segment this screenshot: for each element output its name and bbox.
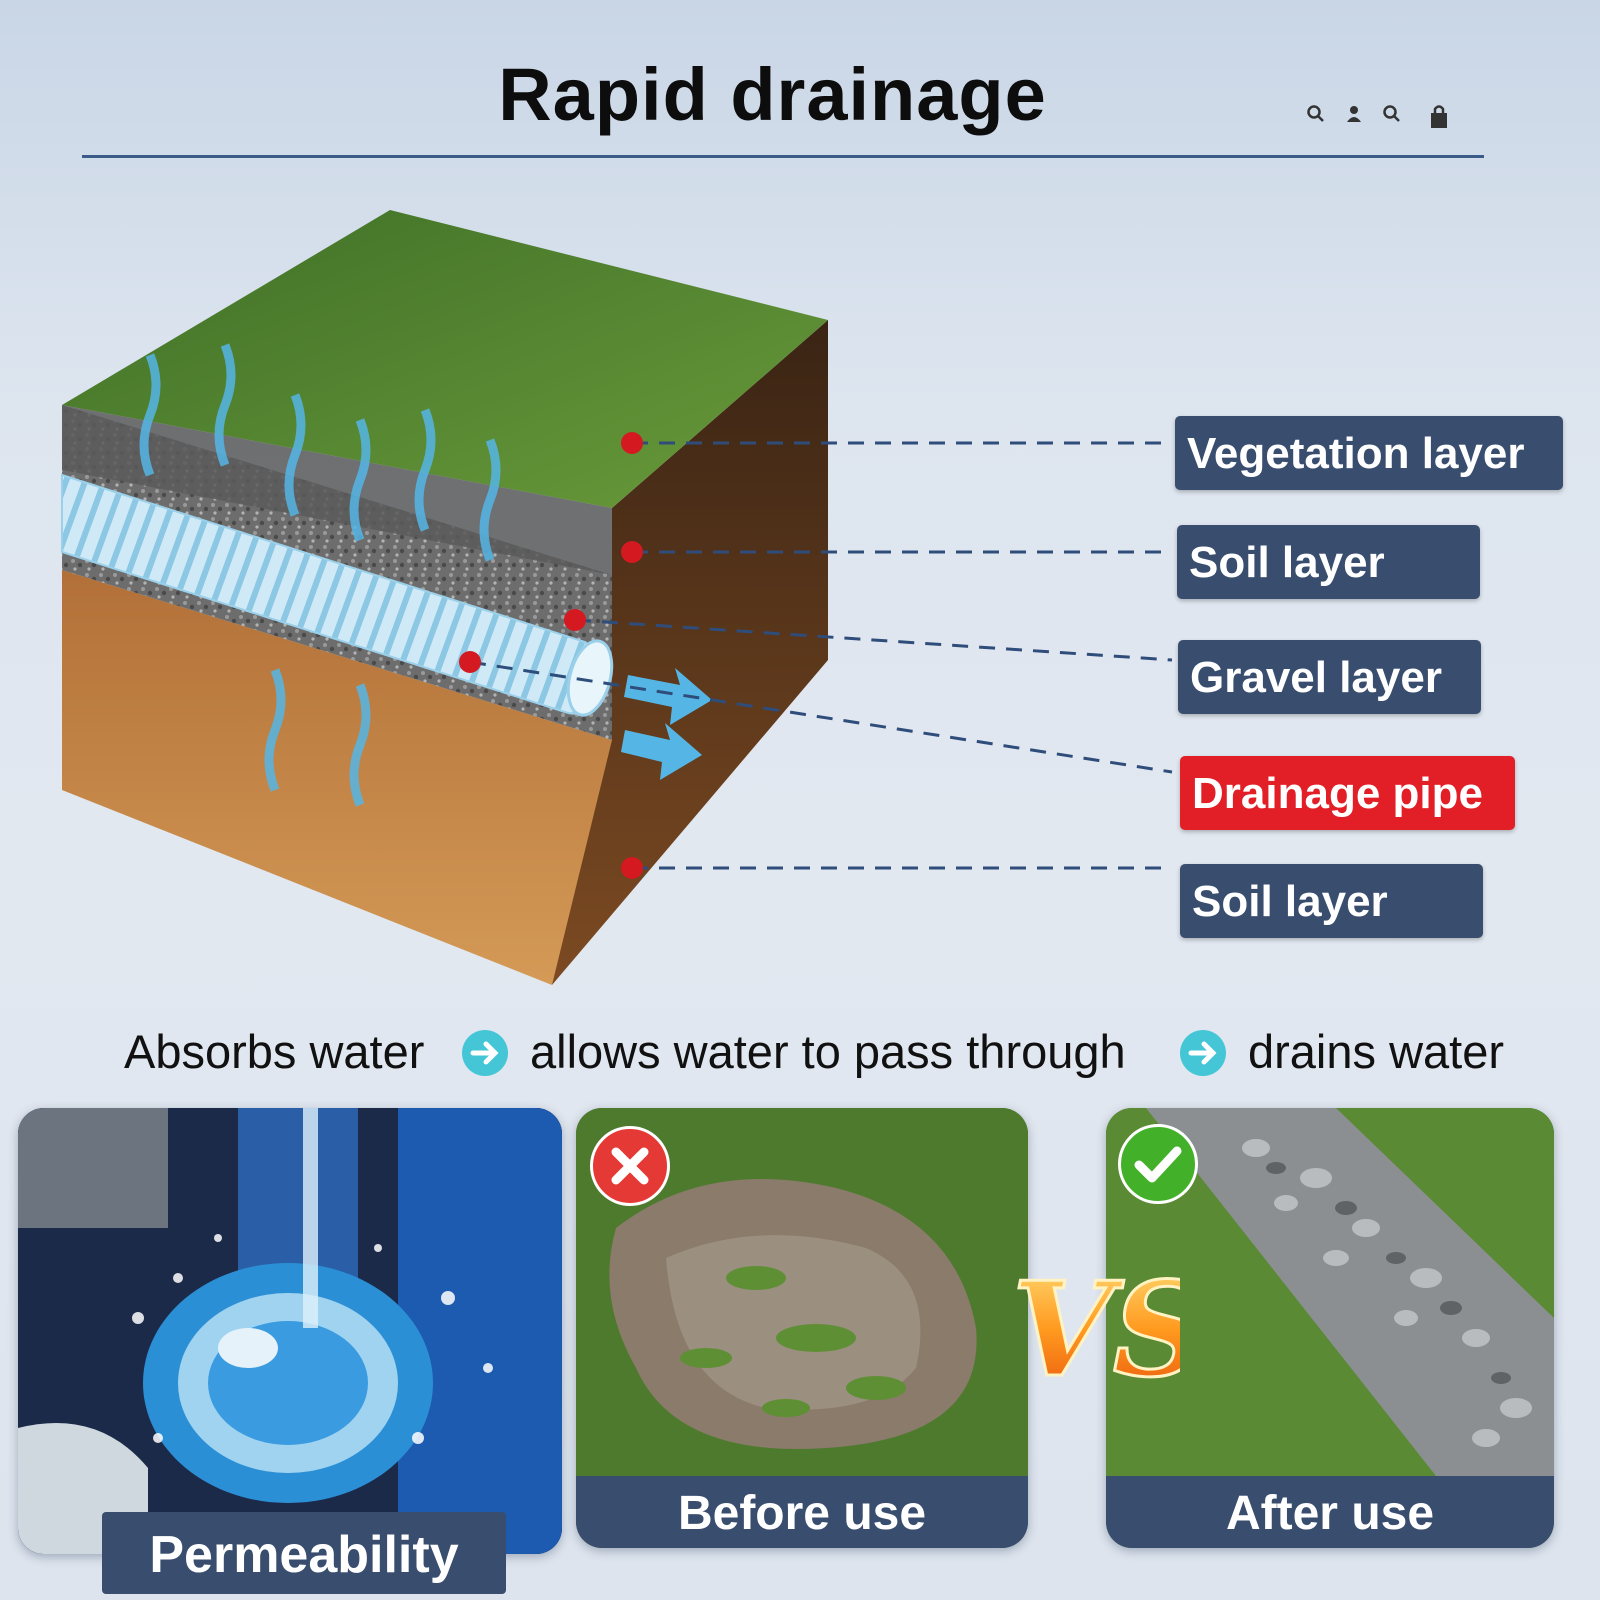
header-icons bbox=[1306, 104, 1466, 130]
soil-cross-section-diagram bbox=[61, 210, 1173, 985]
svg-text:VS: VS bbox=[1012, 1253, 1180, 1406]
versus-badge: VS bbox=[1011, 1252, 1181, 1408]
soil-layer-lower bbox=[62, 570, 612, 985]
x-icon bbox=[590, 1126, 670, 1206]
search-icon[interactable] bbox=[1306, 104, 1326, 124]
permeability-photo bbox=[18, 1108, 562, 1554]
after-use-panel: After use bbox=[1106, 1108, 1554, 1548]
leader-lines bbox=[469, 441, 1173, 870]
block-side-face bbox=[552, 320, 828, 985]
before-use-caption: Before use bbox=[576, 1476, 1028, 1548]
label-drainage-pipe: Drainage pipe bbox=[1180, 756, 1515, 830]
before-use-panel: Before use bbox=[576, 1108, 1028, 1548]
user-icon[interactable] bbox=[1344, 104, 1364, 124]
arrow-right-icon bbox=[1180, 1030, 1226, 1076]
title-divider bbox=[82, 155, 1484, 158]
label-soil-layer-upper: Soil layer bbox=[1177, 525, 1480, 599]
process-flow: Absorbs water allows water to pass throu… bbox=[124, 1024, 1544, 1084]
outflow-arrows bbox=[621, 668, 712, 780]
water-flow-arrows bbox=[139, 343, 501, 807]
permeability-caption: Permeability bbox=[102, 1512, 506, 1594]
page-title: Rapid drainage bbox=[498, 53, 1047, 136]
check-icon bbox=[1118, 1124, 1198, 1204]
search-icon[interactable] bbox=[1382, 104, 1402, 124]
cart-icon[interactable] bbox=[1428, 104, 1450, 130]
flow-step-passes: allows water to pass through bbox=[530, 1025, 1126, 1078]
arrow-right-icon bbox=[462, 1030, 508, 1076]
flow-step-absorbs: Absorbs water bbox=[124, 1025, 425, 1078]
after-use-caption: After use bbox=[1106, 1476, 1554, 1548]
layer-markers bbox=[459, 432, 643, 879]
flow-step-drains: drains water bbox=[1248, 1025, 1504, 1078]
label-vegetation-layer: Vegetation layer bbox=[1175, 416, 1563, 490]
label-soil-layer-lower: Soil layer bbox=[1180, 864, 1483, 938]
label-gravel-layer: Gravel layer bbox=[1178, 640, 1481, 714]
